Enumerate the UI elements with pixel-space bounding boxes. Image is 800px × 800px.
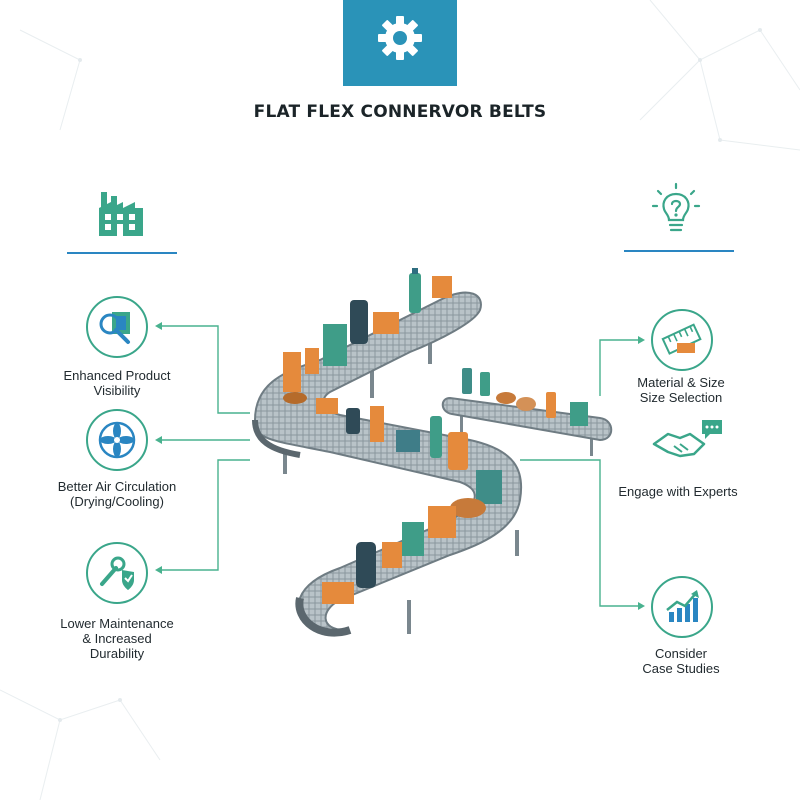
tip-material-label: Material & Size Size Selection [637,375,725,405]
benefit-maintenance-circle [86,542,148,604]
factory-icon [99,192,143,236]
benefit-air-circle [86,409,148,471]
left-header-underline [67,252,177,254]
benefit-visibility-label: Enhanced Product Visibility [63,368,171,398]
magnifier-box-icon [99,312,130,344]
products [283,268,588,604]
tip-case-studies-circle [651,576,713,638]
handshake-chat-icon [652,420,722,458]
benefit-visibility-circle [86,296,148,358]
tip-material-circle [651,309,713,371]
fan-icon [98,421,136,459]
right-header-underline [624,250,734,252]
short-belt [441,396,613,442]
ruler-grid-icon [661,323,702,355]
benefit-maintenance-label: Lower Maintenance & Increased Durability [60,616,174,661]
wrench-shield-icon [100,556,134,590]
growth-chart-icon [666,590,699,622]
benefit-air-label: Better Air Circulation (Drying/Cooling) [57,479,177,509]
header-ribbon [343,0,457,86]
lightbulb-question-icon [651,182,701,232]
gear-icon [378,16,422,60]
tip-experts-label: Engage with Experts [618,484,738,499]
page-title: FLAT FLEX CONNERVOR BELTS [253,102,547,122]
tip-case-studies-label: Consider Case Studies [642,646,720,676]
main-belt [253,291,523,636]
